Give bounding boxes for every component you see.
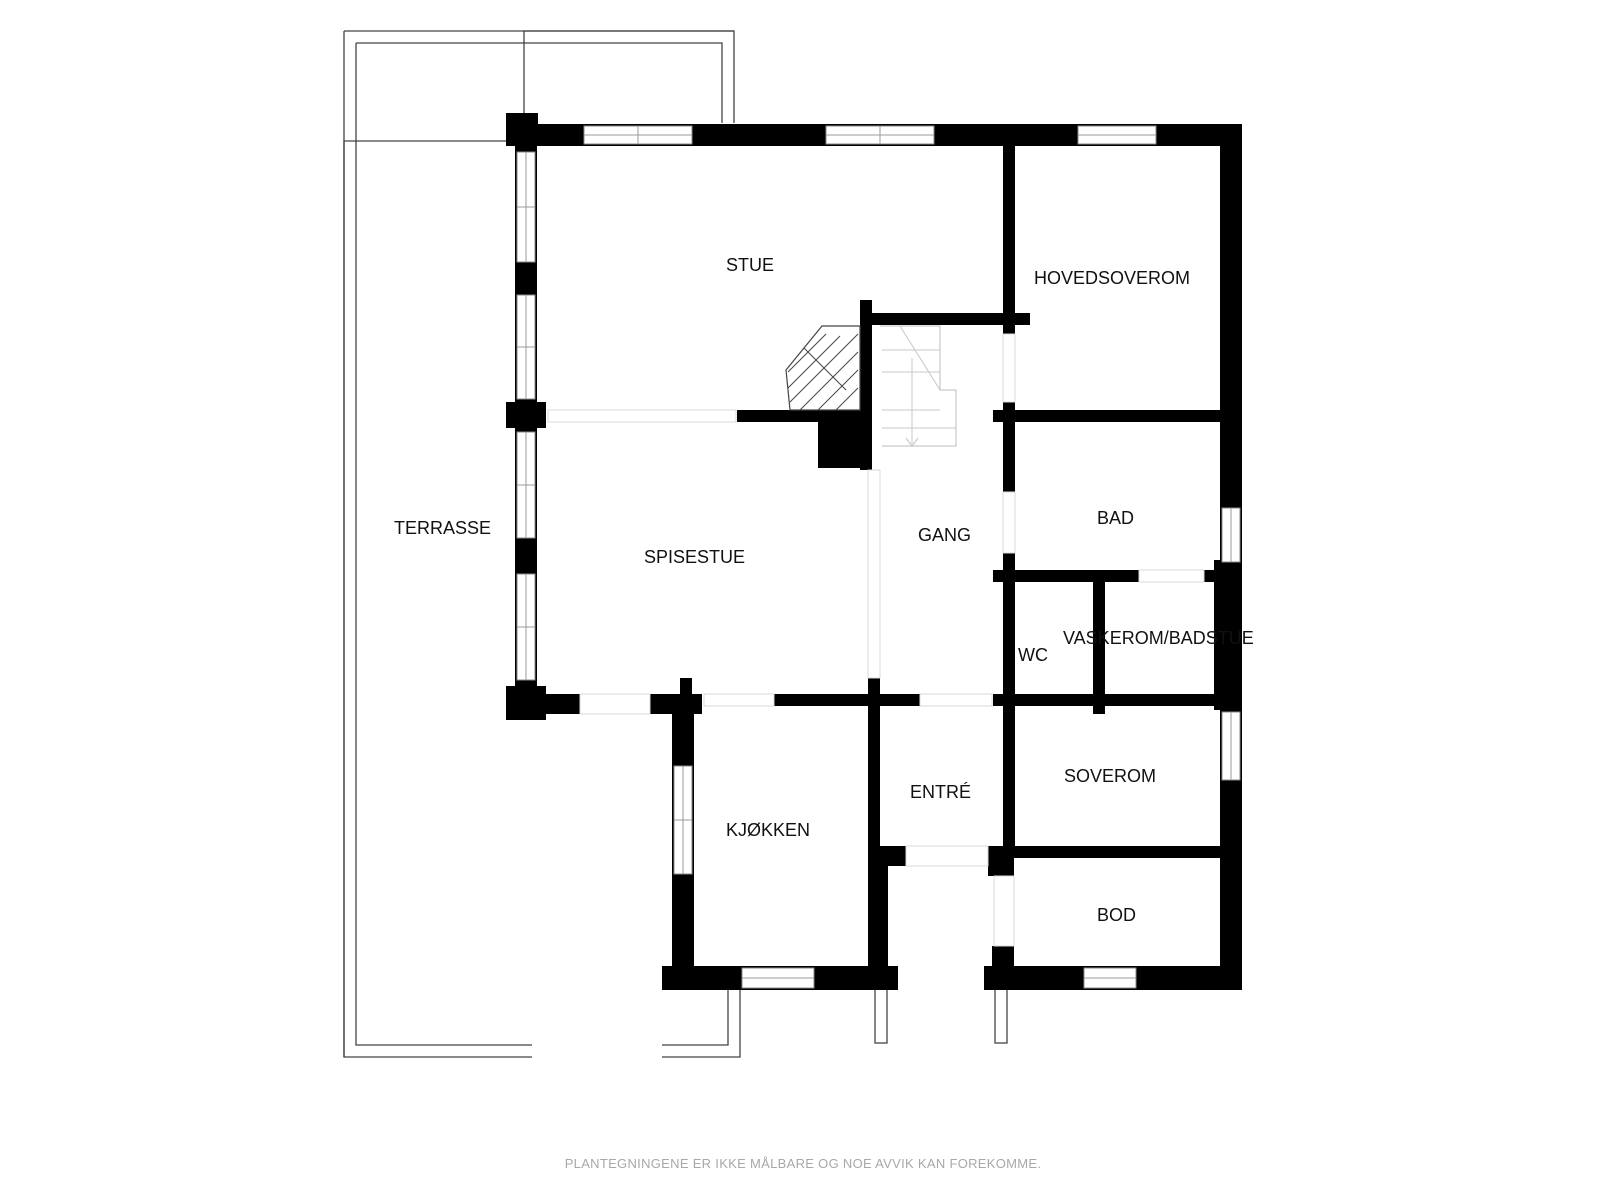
door-openings bbox=[547, 333, 1205, 947]
label-soverom: SOVEROM bbox=[1064, 766, 1156, 786]
room-labels: STUE HOVEDSOVEROM TERRASSE SPISESTUE GAN… bbox=[394, 255, 1254, 925]
interior-walls bbox=[680, 124, 1242, 978]
label-gang: GANG bbox=[918, 525, 971, 545]
staircase bbox=[880, 325, 957, 447]
fireplace-hatch bbox=[785, 325, 861, 411]
label-entre: ENTRÉ bbox=[910, 782, 971, 802]
label-kjokken: KJØKKEN bbox=[726, 820, 810, 840]
terrace-outline bbox=[343, 30, 741, 1058]
windows bbox=[516, 125, 1241, 989]
label-bod: BOD bbox=[1097, 905, 1136, 925]
label-spisestue: SPISESTUE bbox=[644, 547, 745, 567]
label-terrasse: TERRASSE bbox=[394, 518, 491, 538]
label-bad: BAD bbox=[1097, 508, 1134, 528]
label-wc: WC bbox=[1018, 645, 1048, 665]
porch-posts bbox=[874, 984, 1008, 1044]
label-hovedsoverom: HOVEDSOVEROM bbox=[1034, 268, 1190, 288]
label-vaskerom-badstue: VASKEROM/BADSTUE bbox=[1063, 628, 1254, 648]
label-stue: STUE bbox=[726, 255, 774, 275]
disclaimer: PLANTEGNINGENE ER IKKE MÅLBARE OG NOE AV… bbox=[565, 1156, 1042, 1171]
